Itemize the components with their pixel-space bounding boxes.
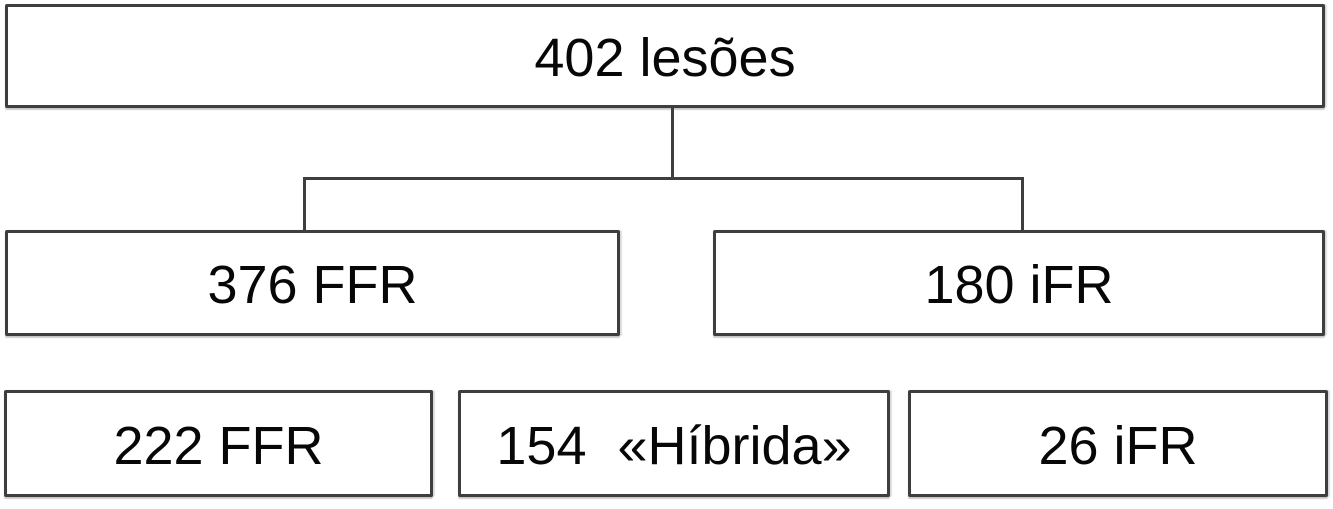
node-154-hibrida-label: 154 «Híbrida» xyxy=(496,415,852,476)
node-402-lesoes-label: 402 lesões xyxy=(534,28,796,88)
node-26-ifr-label: 26 iFR xyxy=(1038,415,1198,476)
connector-branch-right xyxy=(1021,177,1024,230)
node-402-lesoes: 402 lesões xyxy=(5,4,1325,108)
node-376-ffr: 376 FFR xyxy=(5,230,620,336)
node-180-ifr: 180 iFR xyxy=(713,230,1325,336)
node-154-hibrida: 154 «Híbrida» xyxy=(458,390,890,497)
connector-branch-left xyxy=(303,177,306,230)
node-180-ifr-label: 180 iFR xyxy=(924,255,1114,315)
node-222-ffr: 222 FFR xyxy=(4,390,433,497)
node-26-ifr: 26 iFR xyxy=(908,390,1328,497)
connector-branch-bar xyxy=(303,177,1024,180)
node-222-ffr-label: 222 FFR xyxy=(113,415,324,476)
connector-root-stem xyxy=(671,108,674,180)
node-376-ffr-label: 376 FFR xyxy=(207,255,418,315)
